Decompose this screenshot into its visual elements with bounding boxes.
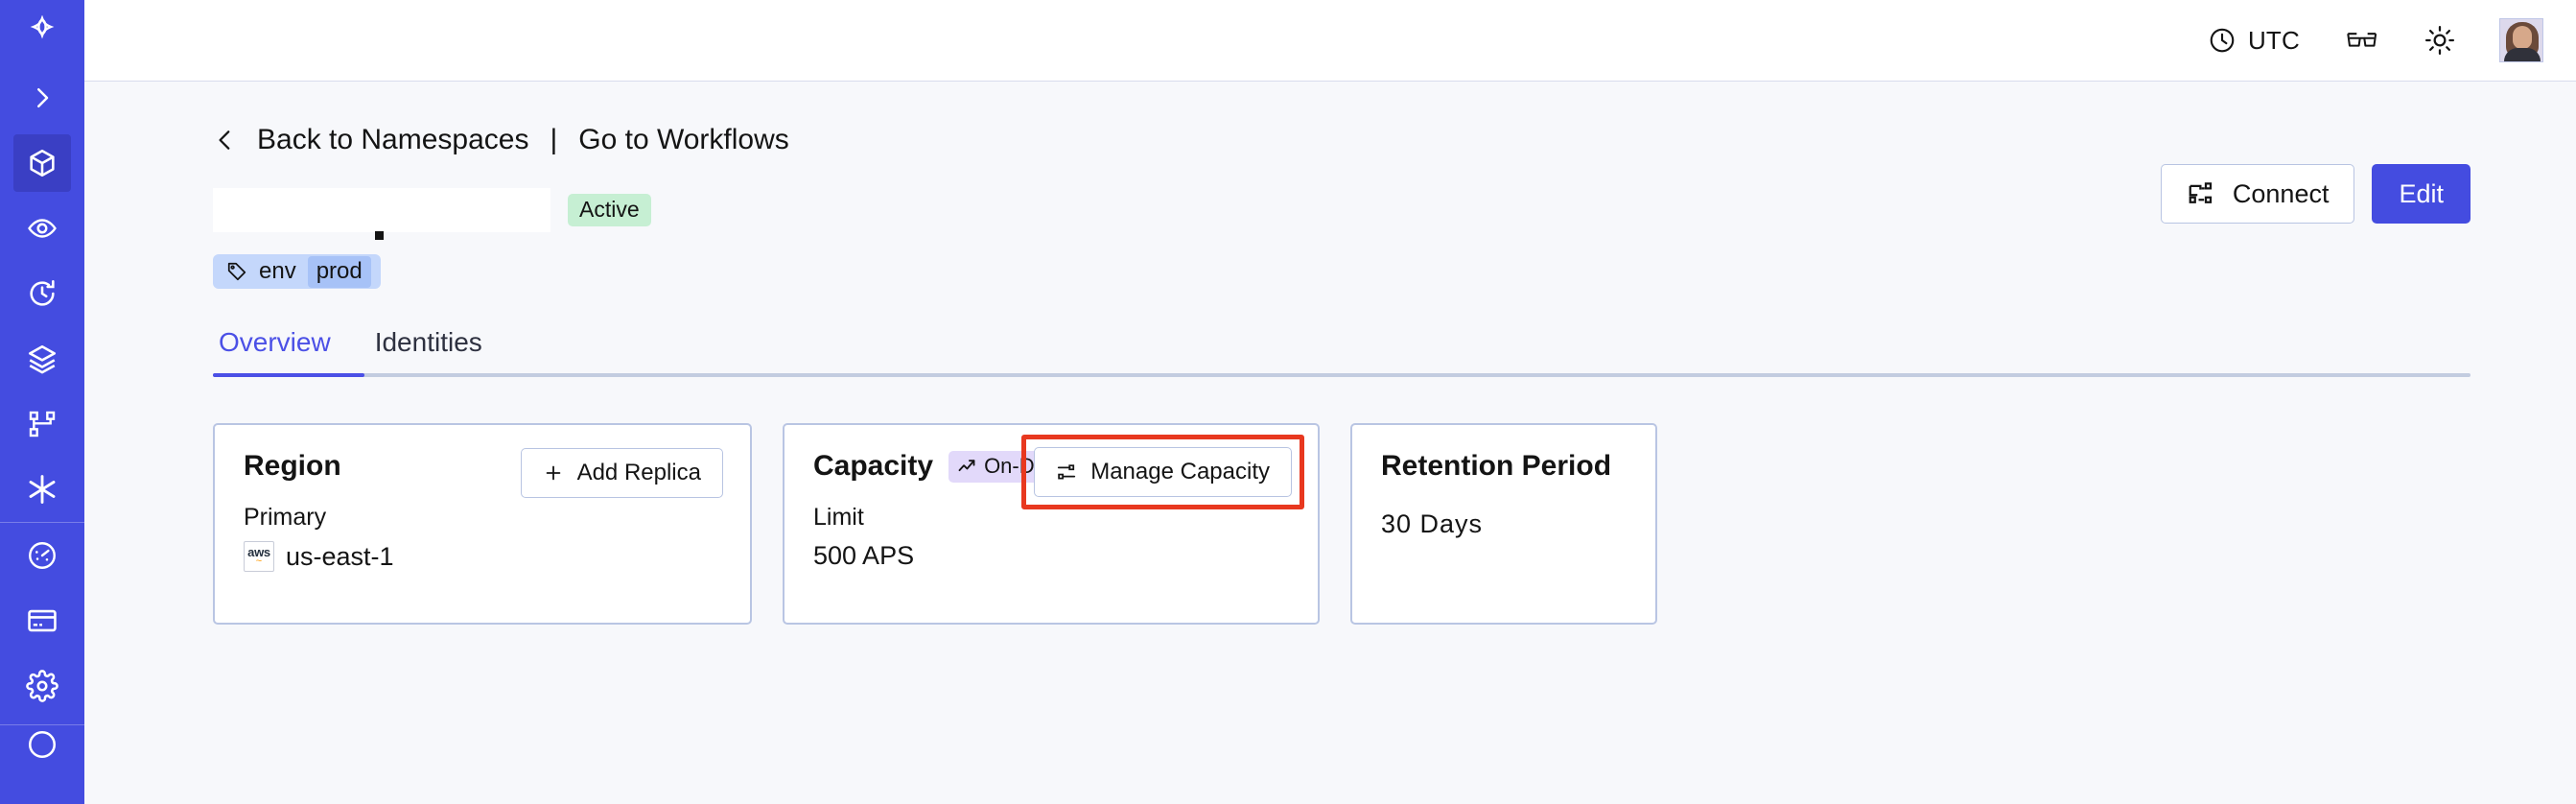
sidebar-item-layers[interactable] — [0, 326, 84, 391]
sidebar-item-observability[interactable] — [0, 196, 84, 261]
sidebar-item-help[interactable] — [0, 725, 84, 764]
tag-icon — [226, 261, 247, 282]
connect-label: Connect — [2232, 178, 2330, 208]
connect-icon — [2187, 179, 2215, 208]
manage-capacity-highlight: Manage Capacity — [1021, 435, 1304, 509]
region-card-title: Region — [244, 450, 341, 482]
sliders-icon — [1056, 461, 1077, 483]
avatar[interactable] — [2499, 18, 2543, 62]
aws-smile: ~ — [255, 556, 263, 567]
cube-icon — [13, 134, 71, 192]
tab-underline — [213, 373, 2471, 377]
sidebar-item-settings[interactable] — [0, 653, 84, 719]
manage-capacity-label: Manage Capacity — [1090, 459, 1270, 485]
credit-card-icon — [13, 592, 71, 650]
trend-up-icon — [957, 457, 976, 476]
plus-icon — [543, 462, 564, 484]
aws-icon: aws ~ — [244, 541, 274, 572]
status-badge: Active — [568, 194, 651, 226]
sidebar-item-billing[interactable] — [0, 588, 84, 653]
capacity-title-text: Capacity — [813, 450, 934, 482]
region-sublabel: Primary — [244, 504, 327, 531]
retention-card: Retention Period 30 Days — [1350, 423, 1657, 625]
main-region: UTC — [84, 0, 2576, 804]
avatar-body — [2504, 48, 2541, 61]
namespace-title — [213, 188, 550, 240]
clock-arrow-icon — [13, 265, 71, 322]
eye-icon — [13, 200, 71, 257]
back-to-namespaces-link[interactable]: Back to Namespaces — [213, 124, 528, 156]
sitemap-icon — [13, 395, 71, 453]
clock-icon — [2208, 26, 2236, 55]
namespace-actions: Connect Edit — [2160, 164, 2471, 224]
chevron-right-icon — [13, 69, 71, 127]
tab-overview[interactable]: Overview — [219, 327, 331, 357]
layers-icon — [13, 330, 71, 388]
capacity-value: 500 APS — [813, 541, 915, 570]
namespace-title-row: Active — [213, 164, 2471, 240]
capacity-card: Capacity On-Demand — [783, 423, 1320, 625]
sidebar-item-nexus[interactable] — [0, 457, 84, 522]
chevron-left-icon — [213, 126, 238, 154]
overview-cards: Region Add Replica Primary aws ~ — [213, 423, 2471, 625]
timezone-selector[interactable]: UTC — [2185, 26, 2323, 56]
sidebar-item-expand-nav[interactable] — [0, 65, 84, 130]
gear-icon — [13, 657, 71, 715]
gauge-icon — [13, 527, 71, 584]
sidebar-item-temporal-logo[interactable] — [0, 0, 84, 65]
connect-button[interactable]: Connect — [2160, 164, 2355, 224]
sidebar-item-usage[interactable] — [0, 523, 84, 588]
sun-icon — [2424, 25, 2455, 56]
timezone-label: UTC — [2247, 25, 2300, 55]
region-card: Region Add Replica Primary aws ~ — [213, 423, 752, 625]
edit-button[interactable]: Edit — [2372, 164, 2471, 224]
breadcrumb: Back to Namespaces | Go to Workflows — [213, 124, 2471, 156]
namespace-tags: env prod — [213, 254, 2471, 289]
add-replica-button[interactable]: Add Replica — [520, 448, 723, 498]
sidebar-item-schedules[interactable] — [0, 261, 84, 326]
sidebar-item-workflows[interactable] — [0, 391, 84, 457]
tab-identities[interactable]: Identities — [374, 327, 482, 357]
tag-key: env — [259, 258, 296, 284]
region-value-row: aws ~ us-east-1 — [244, 541, 721, 572]
tag-value: prod — [307, 255, 371, 288]
capacity-sublabel: Limit — [813, 504, 864, 531]
avatar-face — [2513, 26, 2532, 49]
glasses-icon — [2346, 26, 2378, 55]
help-circle-icon — [13, 725, 71, 764]
region-value: us-east-1 — [286, 541, 394, 571]
tab-active-indicator — [213, 373, 364, 377]
main-sidebar — [0, 0, 84, 804]
tab-bar: Overview Identities — [213, 321, 2471, 377]
temporal-logo-icon — [13, 4, 71, 61]
sidebar-divider-1 — [0, 522, 84, 523]
tag-env[interactable]: env prod — [213, 254, 381, 289]
retention-value: 30 Days — [1381, 509, 1484, 538]
add-replica-label: Add Replica — [576, 460, 701, 485]
asterisk-icon — [13, 461, 71, 518]
sidebar-divider-2 — [0, 724, 84, 725]
aws-wordmark: aws — [247, 545, 270, 559]
back-label: Back to Namespaces — [257, 124, 529, 155]
theme-toggle[interactable] — [2401, 25, 2478, 56]
top-bar: UTC — [84, 0, 2576, 82]
sidebar-item-namespaces[interactable] — [0, 130, 84, 196]
page-content: Back to Namespaces | Go to Workflows Act… — [84, 82, 2576, 804]
manage-capacity-button[interactable]: Manage Capacity — [1034, 447, 1292, 497]
breadcrumb-separator: | — [550, 124, 558, 155]
retention-card-title: Retention Period — [1381, 450, 1612, 482]
accessibility-button[interactable] — [2323, 26, 2401, 55]
go-to-workflows-link[interactable]: Go to Workflows — [578, 124, 789, 155]
